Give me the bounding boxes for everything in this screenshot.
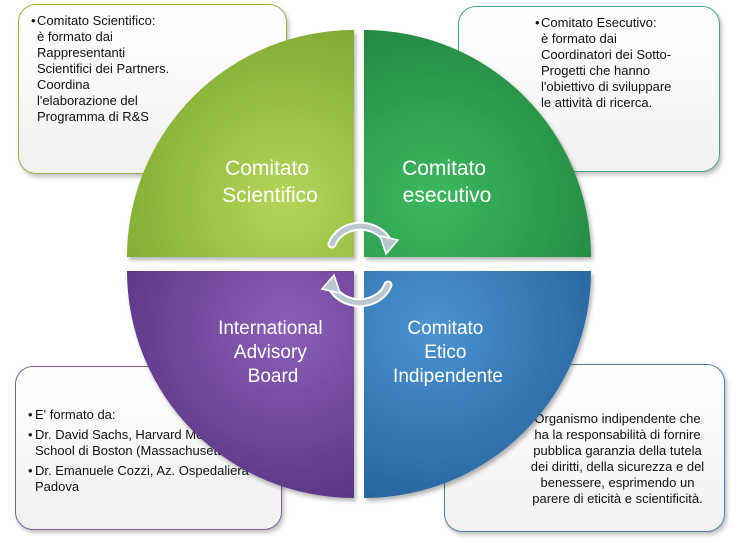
quadrant-advisory-board [127, 271, 354, 498]
tr-line: Coordinatori dei Sotto- [541, 47, 672, 62]
label-advisory-board: International Advisory Board [218, 318, 328, 387]
tl-line: Scientifici dei Partners. [37, 61, 170, 76]
label-line: Indipendente [393, 366, 503, 387]
tl-line: Comitato Scientifico: [37, 13, 156, 28]
advisory-board-item: • Dr. Emanuele Cozzi, Az. Ospedaliera di… [28, 463, 263, 494]
advisory-board-item: • Dr. David Sachs, Harvard Medical Schoo… [28, 427, 232, 458]
tl-line: l'elaborazione del [37, 93, 138, 108]
tr-line: l'obiettivo di sviluppare [541, 79, 672, 94]
label-executive-committee: Comitato esecutivo [402, 157, 492, 207]
label-line: Board [248, 366, 299, 387]
quadrant-ethics-committee [364, 271, 591, 498]
advisory-board-item: • E' formato da: [28, 407, 116, 422]
label-line: Comitato [402, 157, 486, 180]
label-line: Comitato [225, 157, 309, 180]
scientific-committee-description: • Comitato Scientifico: è formato dai Ra… [31, 13, 170, 124]
label-line: International [218, 318, 323, 339]
tr-line: Progetti che hanno [541, 63, 651, 78]
executive-committee-box: • Comitato Esecutivo: è formato dai Coor… [458, 6, 720, 172]
tr-line: le attività di ricerca. [541, 95, 653, 110]
tr-line: Comitato Esecutivo: [541, 15, 657, 30]
tl-line: Programma di R&S [37, 109, 149, 124]
label-line: esecutivo [403, 184, 492, 207]
label-line: Etico [424, 342, 466, 363]
ethics-committee-description: Organismo indipendente che ha la respons… [530, 411, 705, 506]
tl-line: è formato dai [37, 29, 113, 44]
quadrant-scientific-committee [127, 30, 354, 257]
executive-committee-description: • Comitato Esecutivo: è formato dai Coor… [535, 15, 672, 110]
label-line: Comitato [407, 318, 483, 339]
tr-line: è formato dai [541, 31, 617, 46]
label-line: Scientifico [222, 184, 318, 207]
label-scientific-committee: Comitato Scientifico [222, 157, 318, 207]
tl-line: Coordina [37, 77, 90, 92]
label-line: Advisory [234, 342, 307, 363]
tl-line: Rappresentanti [37, 45, 126, 60]
label-ethics-committee: Comitato Etico Indipendente [393, 318, 503, 387]
quadrant-executive-committee [364, 30, 591, 257]
cycle-arrows-icon [320, 221, 400, 308]
